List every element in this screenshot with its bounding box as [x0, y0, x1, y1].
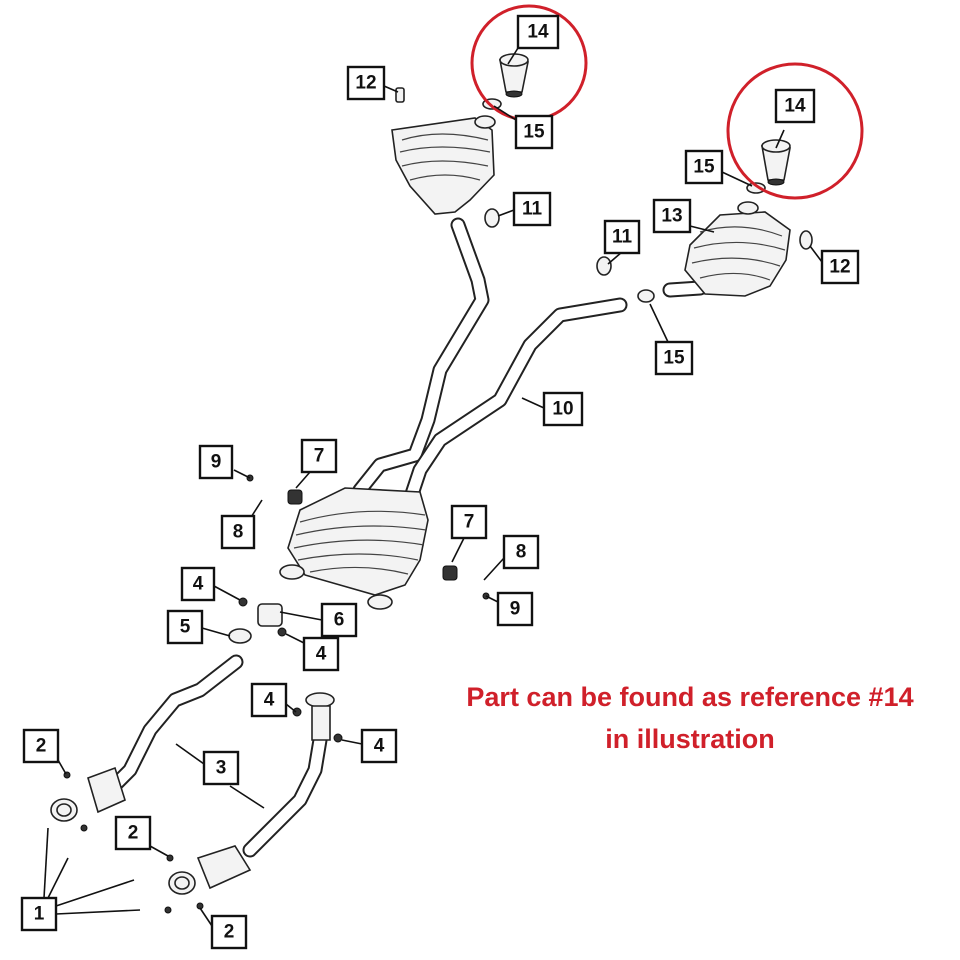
- callout-15-left: 15: [514, 114, 554, 150]
- hanger-insulators: [287, 87, 813, 581]
- svg-text:7: 7: [464, 512, 475, 533]
- callout-13: 13: [652, 198, 692, 234]
- center-resonator: [287, 487, 429, 596]
- callout-12-left: 12: [346, 65, 386, 101]
- highlight-ring-right: [726, 62, 864, 200]
- svg-text:9: 9: [211, 452, 222, 473]
- callout-2-a: 2: [22, 728, 60, 764]
- svg-text:12: 12: [829, 257, 850, 278]
- svg-text:8: 8: [516, 542, 527, 563]
- callout-2-b: 2: [114, 815, 152, 851]
- right-downpipe-flange: [305, 692, 335, 741]
- svg-text:14: 14: [527, 22, 549, 43]
- callout-15-lower: 15: [654, 340, 694, 376]
- pipe-left-intermediate: [352, 217, 490, 498]
- svg-text:11: 11: [612, 227, 633, 248]
- svg-text:2: 2: [224, 922, 235, 943]
- callout-9-left: 9: [198, 444, 234, 480]
- callout-2-c: 2: [210, 914, 248, 950]
- nuts-and-bolts: [63, 474, 490, 914]
- callout-4-a: 4: [180, 566, 216, 602]
- callout-14-left: 14: [516, 14, 560, 50]
- svg-text:4: 4: [316, 644, 327, 665]
- callout-12-right: 12: [820, 249, 860, 285]
- right-catalytic-converter: [168, 845, 252, 895]
- svg-text:10: 10: [552, 399, 573, 420]
- svg-text:8: 8: [233, 522, 244, 543]
- left-catalytic-converter: [50, 766, 126, 822]
- callout-4-d: 4: [360, 728, 398, 764]
- callout-6: 6: [320, 602, 358, 638]
- callout-15-right: 15: [684, 149, 724, 185]
- svg-text:6: 6: [334, 610, 345, 631]
- reference-note-line-2: in illustration: [605, 724, 775, 754]
- svg-text:4: 4: [193, 574, 204, 595]
- pipe-front-right: [242, 732, 328, 858]
- svg-text:14: 14: [784, 96, 806, 117]
- right-rear-muffler: [684, 201, 791, 297]
- svg-text:2: 2: [36, 736, 47, 757]
- callout-14-right: 14: [774, 88, 816, 124]
- svg-text:7: 7: [314, 446, 325, 467]
- svg-text:11: 11: [522, 199, 543, 220]
- svg-text:15: 15: [523, 122, 545, 143]
- exhaust-tip-right: [761, 139, 791, 186]
- svg-text:2: 2: [128, 823, 139, 844]
- leader-lines: [43, 47, 823, 927]
- pipe-right-intermediate: [402, 297, 628, 508]
- callout-10: 10: [542, 391, 584, 427]
- reference-note-line-1: Part can be found as reference #14: [466, 682, 914, 712]
- reference-note: Part can be found as reference #14 in il…: [420, 676, 960, 760]
- exhaust-tip-left: [499, 53, 529, 98]
- callout-4-b: 4: [302, 636, 340, 672]
- callout-1: 1: [20, 896, 58, 932]
- callout-9-right: 9: [496, 591, 534, 627]
- pipe-right-tail: [662, 280, 708, 298]
- svg-text:4: 4: [264, 690, 275, 711]
- svg-text:5: 5: [180, 617, 191, 638]
- callout-7-right: 7: [450, 504, 488, 540]
- pipe-front-left: [102, 654, 244, 798]
- callout-8-left: 8: [220, 514, 256, 550]
- callout-3: 3: [202, 750, 240, 786]
- left-rear-muffler: [391, 115, 496, 215]
- svg-text:12: 12: [355, 73, 376, 94]
- svg-text:4: 4: [374, 736, 385, 757]
- clamps-and-gaskets: [228, 98, 766, 644]
- callout-5: 5: [166, 609, 204, 645]
- svg-text:3: 3: [216, 758, 227, 779]
- svg-text:15: 15: [693, 157, 715, 178]
- callout-4-c: 4: [250, 682, 288, 718]
- svg-text:15: 15: [663, 348, 685, 369]
- svg-text:13: 13: [661, 206, 682, 227]
- svg-text:9: 9: [510, 599, 521, 620]
- svg-text:1: 1: [34, 904, 45, 925]
- callout-8-right: 8: [502, 534, 540, 570]
- callout-11-left: 11: [512, 191, 552, 227]
- callout-7-left: 7: [300, 438, 338, 474]
- callout-11-right: 11: [603, 219, 641, 255]
